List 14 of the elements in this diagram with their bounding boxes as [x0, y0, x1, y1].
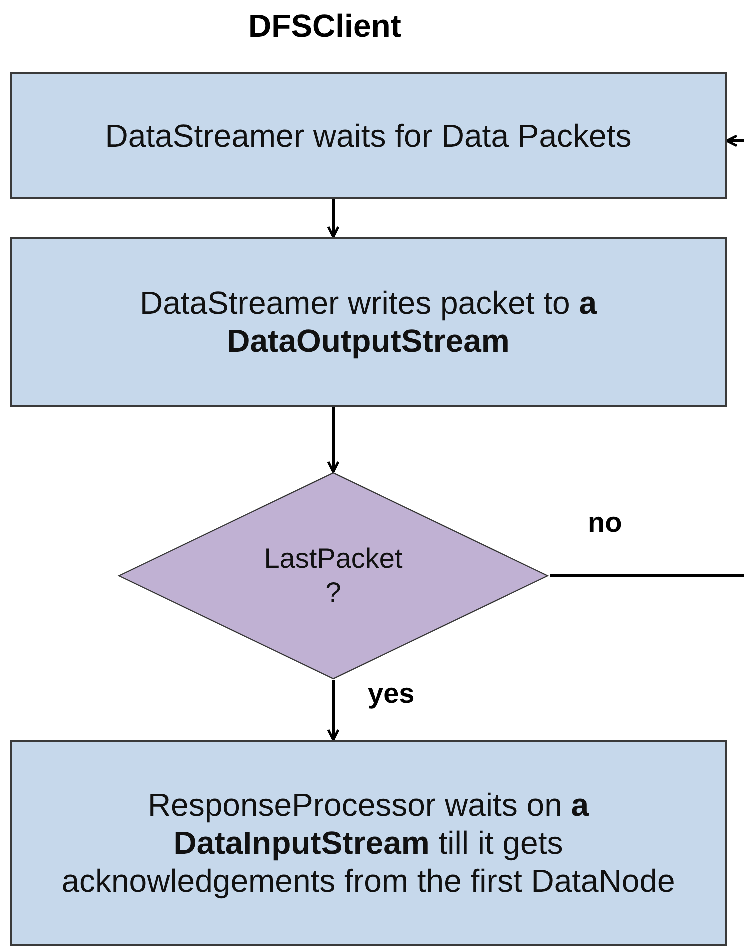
node-text: LastPacket ? — [263, 542, 404, 610]
connector-line — [550, 574, 744, 578]
arrow — [327, 680, 340, 742]
process-box — [10, 237, 727, 407]
process-box — [10, 740, 727, 946]
node-text: ResponseProcessor waits on a DataInputStream till it gets acknowledgements from the first DataNode — [60, 786, 676, 900]
diagram-title: DFSClient — [248, 8, 402, 45]
node-text: DataStreamer waits for Data Packets — [105, 116, 632, 154]
arrow — [327, 199, 340, 238]
arrow — [327, 407, 340, 474]
decision-diamond — [117, 472, 550, 680]
process-box — [10, 72, 727, 199]
arrow — [726, 134, 744, 148]
node-text: DataStreamer writes packet to a DataOutputStream — [138, 284, 598, 360]
